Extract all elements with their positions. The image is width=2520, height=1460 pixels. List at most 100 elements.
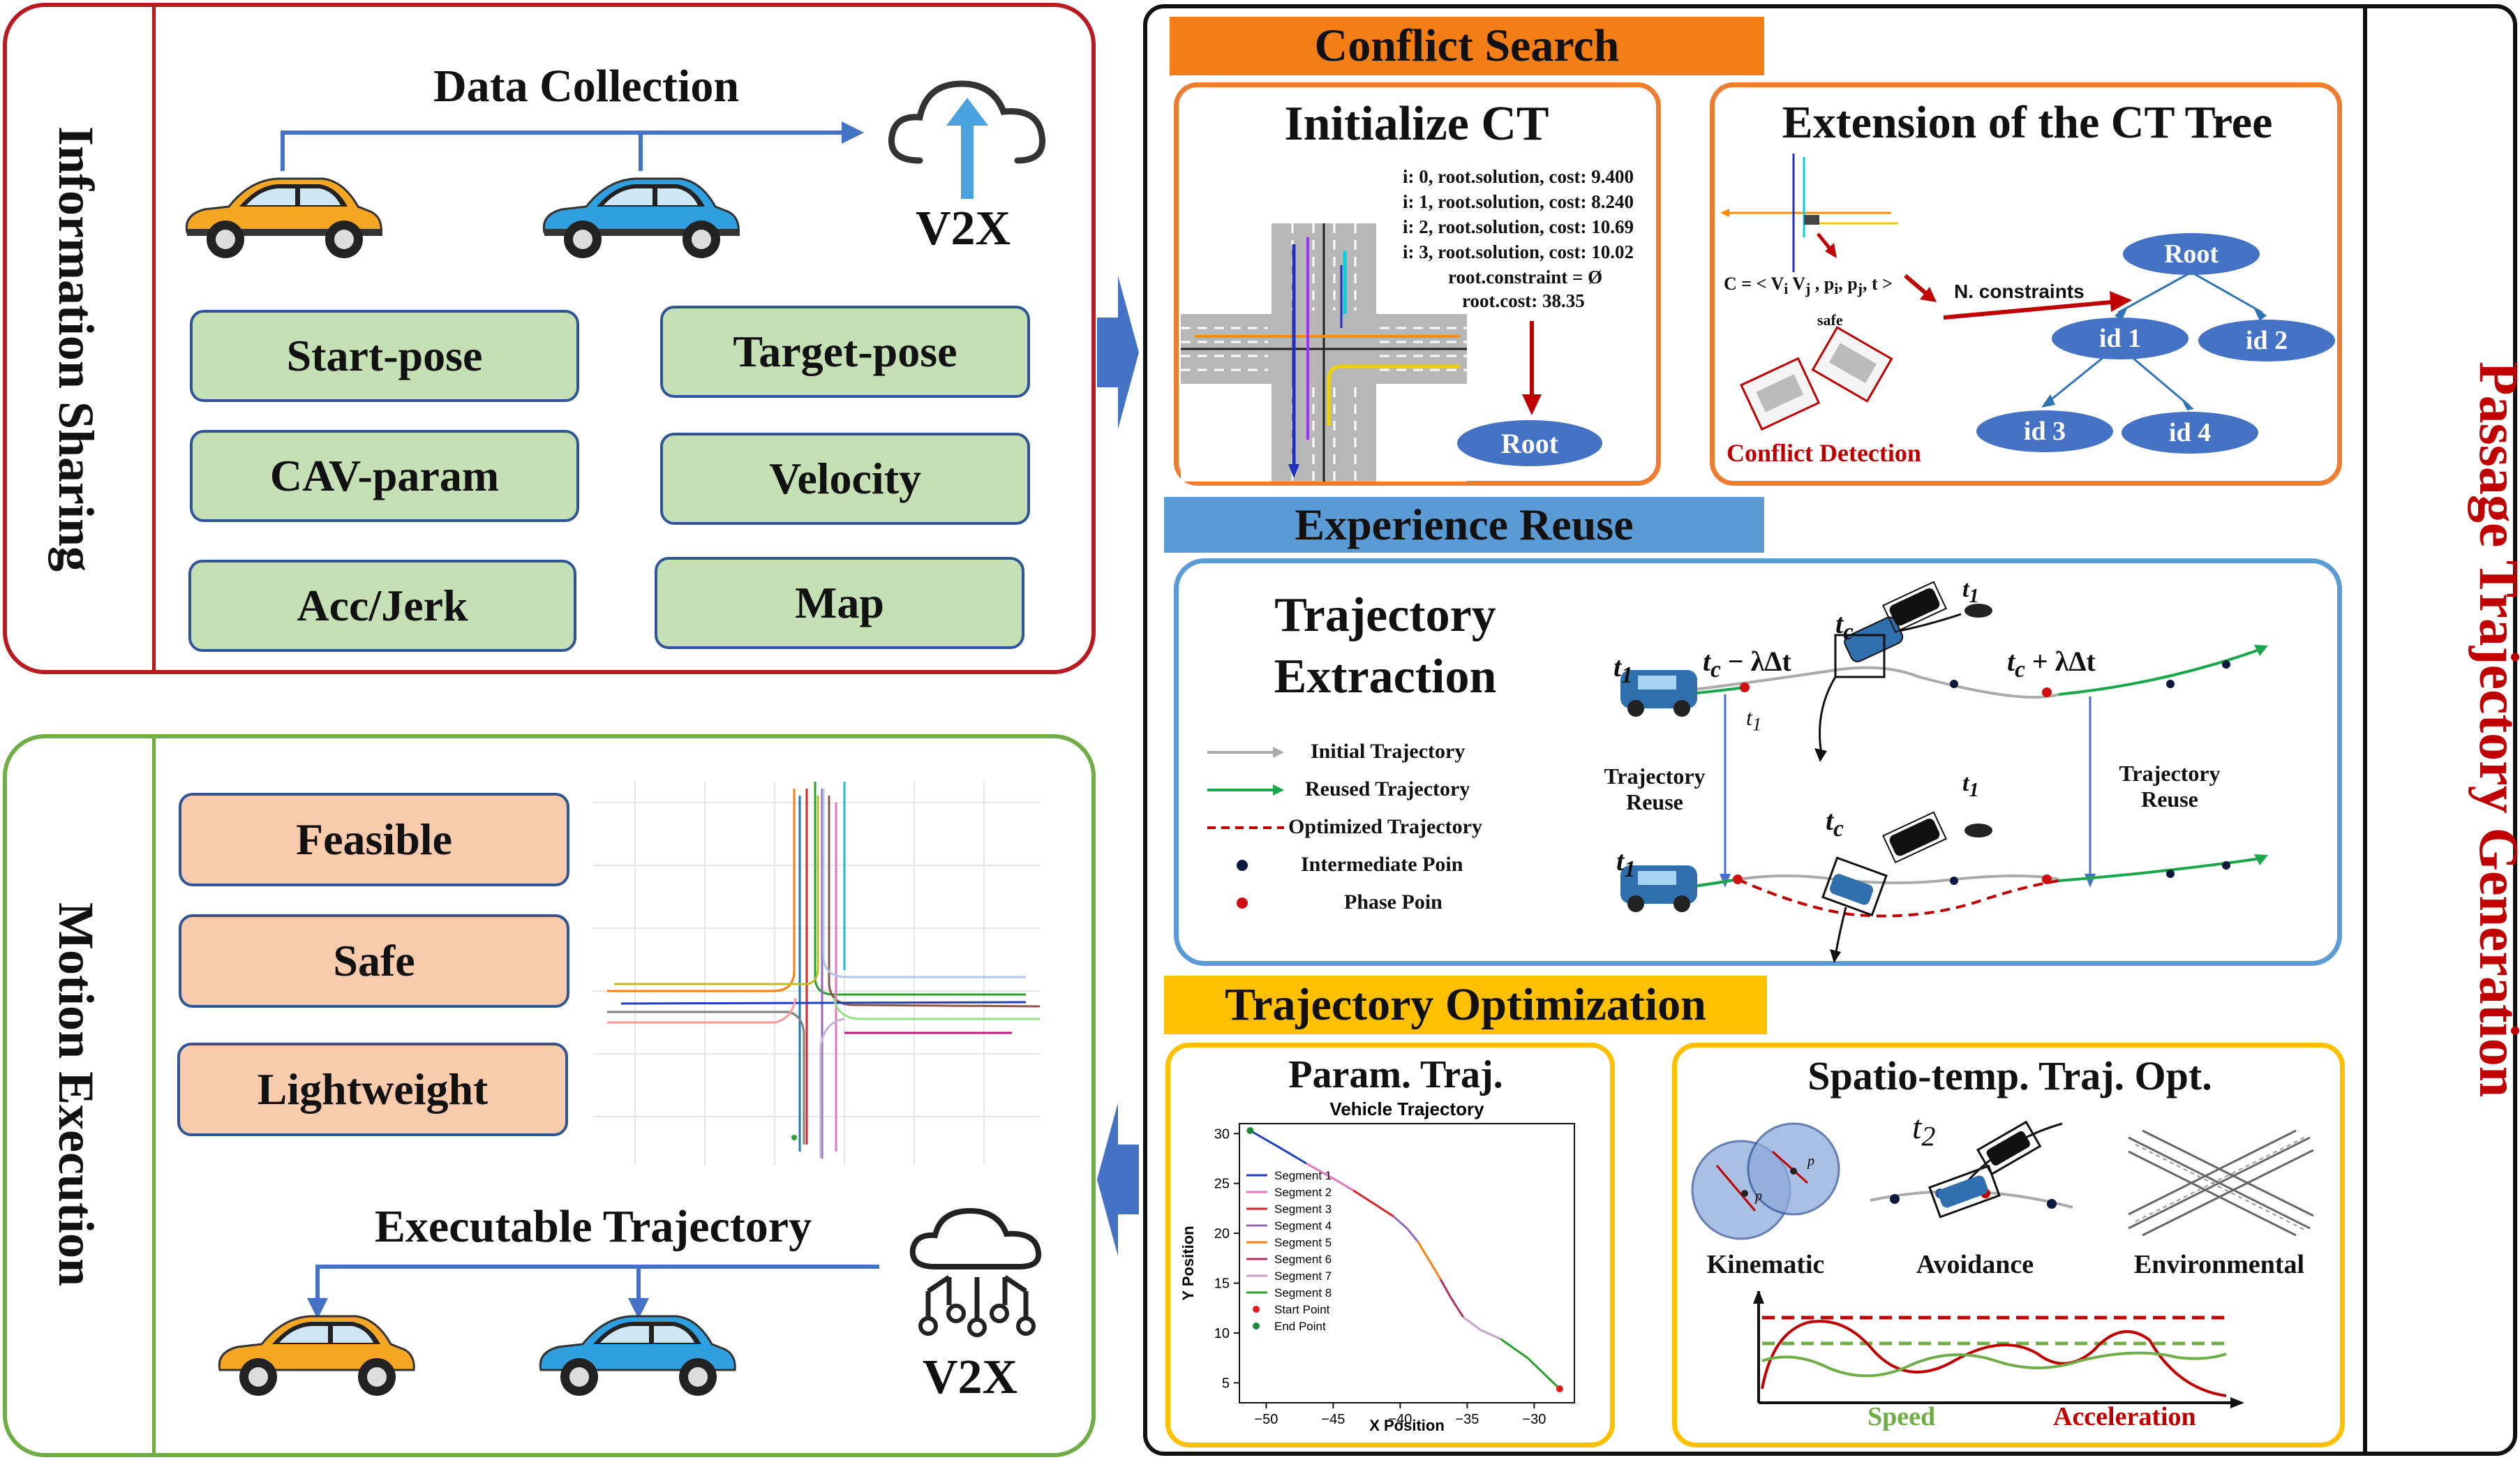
intersection-trajectories-plot	[593, 782, 1040, 1165]
tc-minus-label: tc − λΔt	[1703, 645, 1791, 683]
t1-label-mid: t1	[1746, 705, 1761, 735]
svg-text:p: p	[1806, 1154, 1814, 1169]
tc-minus-sub: c	[1710, 657, 1721, 683]
spatio-temp-title: Spatio-temp. Traj. Opt.	[1807, 1053, 2212, 1098]
blue-car-bottom-icon	[539, 1315, 736, 1396]
environmental-label: Environmental	[2133, 1250, 2305, 1279]
data-collection-arrowhead	[842, 121, 864, 144]
y-tick-label: 5	[1222, 1376, 1230, 1391]
legend-optimized: Optimized Trajectory	[1288, 815, 1482, 838]
constraint-formula: C = < Vi Vj , pi, pj, t >	[1724, 274, 1893, 298]
legend-label-7: Segment 7	[1274, 1269, 1332, 1283]
legend-label-9: Start Point	[1274, 1303, 1330, 1316]
formula-part-a: C = < V	[1724, 274, 1784, 294]
t2-label: t2	[1912, 1108, 1935, 1153]
conflict-to-tree-arrows	[1904, 274, 2132, 320]
n-constraints-label: N. constraints	[1954, 281, 2085, 302]
traj-reuse-left-1: Trajectory	[1604, 763, 1706, 789]
chart-xlabel: X Position	[1369, 1417, 1445, 1434]
tc-minus-t: t	[1703, 646, 1711, 677]
tc-b-text: t	[1826, 805, 1834, 836]
conflict-detection-label: Conflict Detection	[1727, 439, 1921, 467]
trajectory-reuse-left: Trajectory Reuse	[1595, 763, 1714, 815]
chart-ylabel: Y Position	[1179, 1226, 1197, 1300]
orange-car-icon	[185, 177, 382, 258]
x-tick-label: −35	[1455, 1412, 1479, 1427]
t1-b-text: t	[1616, 845, 1625, 877]
formula-part-b: V	[1792, 274, 1806, 294]
y-tick-label: 25	[1214, 1177, 1230, 1192]
intersection-map	[1181, 223, 1467, 482]
legend-label-2: Segment 2	[1274, 1186, 1332, 1199]
v2x-top-label: V2X	[915, 202, 1011, 255]
t1-bf-text: t	[1962, 770, 1969, 796]
tc-minus-rest: − λΔt	[1720, 646, 1791, 677]
t1-mid-text: t	[1746, 705, 1752, 730]
tree-node-id2: id 2	[2198, 320, 2335, 362]
trajectory-extraction-line2: Extraction	[1274, 650, 1497, 703]
spatio-temp-box	[1672, 1043, 2345, 1447]
series-line-6	[1439, 1279, 1464, 1318]
trajectory-optimization-header: Trajectory Optimization	[1164, 976, 1767, 1034]
t1-label-top: t1	[1613, 650, 1633, 689]
legend-label-5: Segment 5	[1274, 1236, 1332, 1249]
series-line-3	[1352, 1189, 1394, 1218]
formula-i: i	[1784, 281, 1789, 298]
avoidance-icon	[1870, 1120, 2073, 1219]
speed-label: Speed	[1867, 1402, 1936, 1431]
legend-label-8: Segment 8	[1274, 1286, 1332, 1299]
tc-label-top: tc	[1835, 607, 1854, 646]
tc-plus-rest: + λΔt	[2025, 646, 2096, 677]
passage-title: Passage Trajectory Generation	[2468, 361, 2520, 1098]
series-line-8	[1500, 1338, 1560, 1390]
traj-reuse-right-1: Trajectory	[2119, 761, 2221, 786]
executable-line	[315, 1265, 879, 1302]
cloud-network-icon	[909, 1207, 1042, 1337]
cloud-upload-icon	[888, 80, 1046, 199]
x-tick-label: −40	[1388, 1412, 1412, 1427]
t1-b-sub: 1	[1624, 856, 1636, 882]
t1-bf-sub: 1	[1969, 779, 1979, 801]
t1-mid-sub: 1	[1752, 713, 1762, 735]
series-line-1	[1249, 1129, 1307, 1165]
environmental-icon	[2128, 1129, 2314, 1237]
tc-sub: c	[1843, 619, 1854, 645]
y-tick-label: 15	[1214, 1276, 1230, 1292]
lightweight-box: Lightweight	[177, 1043, 568, 1136]
arrow-right-icon	[1097, 276, 1139, 429]
root-cost: root.cost: 38.35	[1462, 290, 1585, 311]
legend-phase: Phase Poin	[1344, 891, 1442, 914]
t1-label-bottom-far: t1	[1962, 770, 1979, 802]
legend-label-10: End Point	[1274, 1320, 1326, 1333]
executable-trajectory-label: Executable Trajectory	[374, 1201, 812, 1252]
tree-root-node: Root	[2123, 233, 2260, 275]
traj-reuse-left-2: Reuse	[1626, 789, 1683, 814]
chart-title: Vehicle Trajectory	[1329, 1098, 1484, 1119]
t2-sub: 2	[1921, 1120, 1936, 1152]
kinematic-icon: p p	[1691, 1122, 1840, 1240]
solution-line-2: i: 2, root.solution, cost: 10.69	[1403, 216, 1634, 237]
passage-divider	[2363, 7, 2367, 1453]
y-tick-label: 10	[1214, 1326, 1230, 1341]
reuse-legend-markers	[1207, 747, 1284, 909]
tree-node-id1: id 1	[2052, 318, 2189, 359]
t1-far-text: t	[1962, 576, 1969, 602]
tc-plus-sub: c	[2015, 657, 2025, 683]
legend-intermediate: Intermediate Poin	[1301, 853, 1463, 876]
legend-label-4: Segment 4	[1274, 1219, 1332, 1232]
root-constraint: root.constraint = Ø	[1448, 267, 1603, 288]
t2-text: t	[1912, 1109, 1922, 1146]
executable-arrowhead-right	[628, 1298, 649, 1319]
acc-jerk-box: Acc/Jerk	[188, 560, 576, 652]
experience-reuse-header: Experience Reuse	[1164, 497, 1764, 553]
tree-node-id4: id 4	[2122, 412, 2258, 454]
x-tick-label: −45	[1321, 1412, 1345, 1427]
legend-initial: Initial Trajectory	[1311, 740, 1466, 763]
executable-trajectory-arrows	[307, 1265, 879, 1319]
legend-label-1: Segment 1	[1274, 1169, 1332, 1182]
param-traj-box	[1165, 1043, 1615, 1447]
tc-label-bottom: tc	[1826, 804, 1844, 842]
y-tick-label: 30	[1214, 1126, 1230, 1142]
root-arrow	[1522, 321, 1542, 415]
